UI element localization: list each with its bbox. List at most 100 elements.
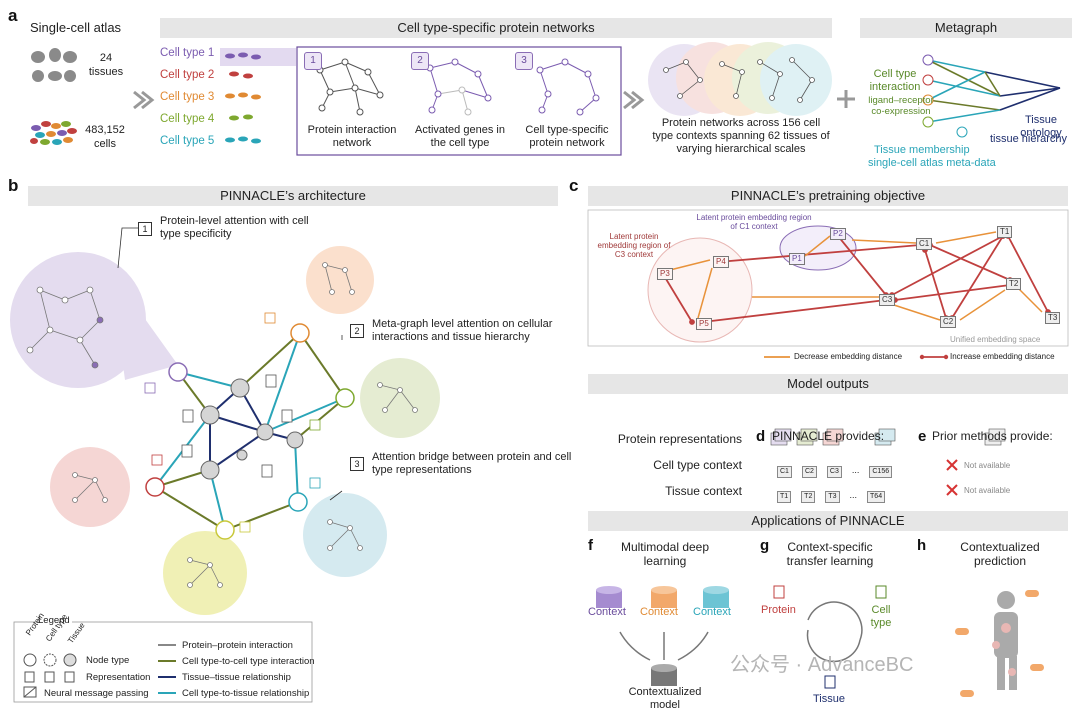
embedding-node: P1 bbox=[789, 253, 805, 265]
panel-letter-b: b bbox=[8, 176, 19, 195]
legend-edge-ppi: Protein–protein interaction bbox=[182, 640, 293, 651]
person-icon bbox=[992, 591, 1018, 690]
panel-letter-e: e bbox=[918, 428, 927, 445]
panel-letter-c: c bbox=[569, 176, 579, 195]
architecture-bubbles bbox=[10, 246, 440, 615]
unified-space-label: Unified embedding space bbox=[950, 335, 1041, 344]
callout-number-3: 3 bbox=[350, 457, 364, 471]
step-number-2: 2 bbox=[411, 52, 429, 70]
callout-leaders bbox=[117, 227, 343, 501]
cell-type-expression-blobs bbox=[225, 52, 261, 144]
embedding-node: T1 bbox=[997, 226, 1013, 238]
panel-letter-f: f bbox=[588, 537, 593, 554]
network-steps-box bbox=[296, 46, 622, 156]
metagraph-edges bbox=[154, 332, 346, 531]
e-title: Prior methods provide: bbox=[932, 429, 1053, 443]
watermark: 公众号 · AdvanceBC bbox=[730, 654, 914, 676]
step-label-1: Protein interaction network bbox=[307, 124, 397, 149]
embedding-space-box bbox=[587, 209, 1069, 347]
embedding-node: C1 bbox=[916, 238, 933, 250]
g-protein: Protein bbox=[761, 604, 796, 616]
meta-coexpression: co-expression bbox=[871, 106, 931, 117]
embedding-node: T3 bbox=[1045, 312, 1061, 324]
embedding-node: P2 bbox=[830, 228, 846, 240]
embedding-node: P4 bbox=[713, 256, 729, 268]
cell-context-box: C2 bbox=[801, 466, 817, 478]
legend-edge-swatches bbox=[158, 644, 176, 694]
protein-subnetworks bbox=[26, 262, 418, 588]
step-label-2: Activated genes in the cell type bbox=[415, 124, 505, 149]
g-title: Context-specific transfer learning bbox=[786, 540, 874, 568]
activated-genes-network-icon bbox=[426, 58, 492, 116]
cell-type-label: Cell type 3 bbox=[160, 91, 215, 103]
not-available-cell: Not available bbox=[964, 461, 1011, 470]
row-protein-representations: Protein representations bbox=[617, 432, 742, 446]
f-context-1: Context bbox=[588, 606, 626, 618]
cell-type-label: Cell type 4 bbox=[160, 113, 215, 125]
tissue-context-box: T3 bbox=[825, 491, 840, 503]
legend-edge-tt: Tissue–tissue relationship bbox=[182, 672, 291, 683]
d-title: PINNACLE provides: bbox=[772, 429, 885, 443]
g-tissue: Tissue bbox=[813, 693, 845, 705]
f-output: Contextualized model bbox=[628, 686, 702, 711]
tissues-count: 24 bbox=[99, 52, 113, 64]
legend-c-swatches bbox=[764, 354, 949, 360]
embedding-node: P5 bbox=[696, 318, 712, 330]
metagraph-nodes bbox=[922, 54, 968, 138]
tissue-context-box: ... bbox=[849, 490, 858, 500]
tissue-context-box: T1 bbox=[777, 491, 792, 503]
cell-type-label: Cell type 1 bbox=[160, 47, 215, 59]
atlas-title: Single-cell atlas bbox=[30, 20, 122, 35]
meta-tissue-ontology: Tissue ontology bbox=[1020, 114, 1062, 139]
legend-edge-ct: Cell type-to-tissue relationship bbox=[182, 688, 310, 699]
cells-label: cells bbox=[93, 138, 116, 150]
legend-box bbox=[13, 621, 313, 703]
f-arrows bbox=[619, 631, 709, 661]
step-number-1: 1 bbox=[304, 52, 322, 70]
callout-number-1: 1 bbox=[138, 222, 152, 236]
callout-1-text: Protein-level attention with cell type s… bbox=[160, 215, 309, 240]
g-icons bbox=[773, 585, 887, 689]
representation-icons bbox=[144, 312, 321, 533]
tissues-label: tissues bbox=[88, 66, 124, 78]
c3-region-label: Latent protein embedding region of C3 co… bbox=[597, 232, 671, 259]
c1-region-label: Latent protein embedding region of C1 co… bbox=[696, 213, 812, 231]
f-context-2: Context bbox=[640, 606, 678, 618]
cells-icon bbox=[30, 121, 77, 145]
callout-3-text: Attention bridge between protein and cel… bbox=[372, 451, 572, 476]
cell-context-box: C1 bbox=[777, 466, 792, 478]
meta-metadata: single-cell atlas meta-data bbox=[868, 157, 996, 169]
tissue-context-box: T64 bbox=[867, 491, 886, 503]
not-available-tissue: Not available bbox=[964, 486, 1011, 495]
cell-type-nodes bbox=[145, 323, 355, 540]
tissue-context-boxes: T1 T2 T3... T64 bbox=[777, 485, 895, 503]
cells-count: 483,152 bbox=[85, 124, 125, 136]
legend-decrease: Decrease embedding distance bbox=[794, 352, 903, 361]
protein-rep-icons bbox=[770, 428, 1006, 446]
row-tissue-context: Tissue context bbox=[665, 484, 742, 498]
embedding-node: T2 bbox=[1006, 278, 1022, 290]
callout-2-text: Meta-graph level attention on cellular i… bbox=[372, 318, 553, 343]
applications-header: Applications of PINNACLE bbox=[588, 511, 1068, 531]
row-cell-type-context: Cell type context bbox=[653, 458, 742, 472]
meta-ligand: ligand–receptor bbox=[868, 95, 934, 106]
decrease-distance-edges bbox=[669, 231, 1043, 321]
cell-context-box: C3 bbox=[826, 466, 842, 478]
cell-context-box: ... bbox=[851, 465, 860, 475]
tissue-nodes bbox=[200, 378, 304, 480]
meta-tissue-hierarchy: tissue hierarchy bbox=[990, 133, 1068, 145]
callout-number-2: 2 bbox=[350, 324, 364, 338]
g-cell: Cell type bbox=[870, 604, 892, 629]
cell-context-box: C156 bbox=[869, 466, 893, 478]
cell-type-label: Cell type 2 bbox=[160, 69, 215, 81]
legend-increase: Increase embedding distance bbox=[950, 352, 1055, 361]
organ-icons bbox=[31, 48, 77, 82]
metagraph-diagram bbox=[927, 59, 1061, 123]
architecture-header: PINNACLE’s architecture bbox=[28, 186, 558, 206]
tissue-context-box: T2 bbox=[801, 491, 816, 503]
legend-edge-cc: Cell type-to-cell type interaction bbox=[182, 656, 315, 667]
h-title: Contextualized prediction bbox=[960, 540, 1040, 568]
cell-specific-network-icon bbox=[536, 58, 600, 116]
legend-node-type: Node type bbox=[86, 655, 130, 666]
